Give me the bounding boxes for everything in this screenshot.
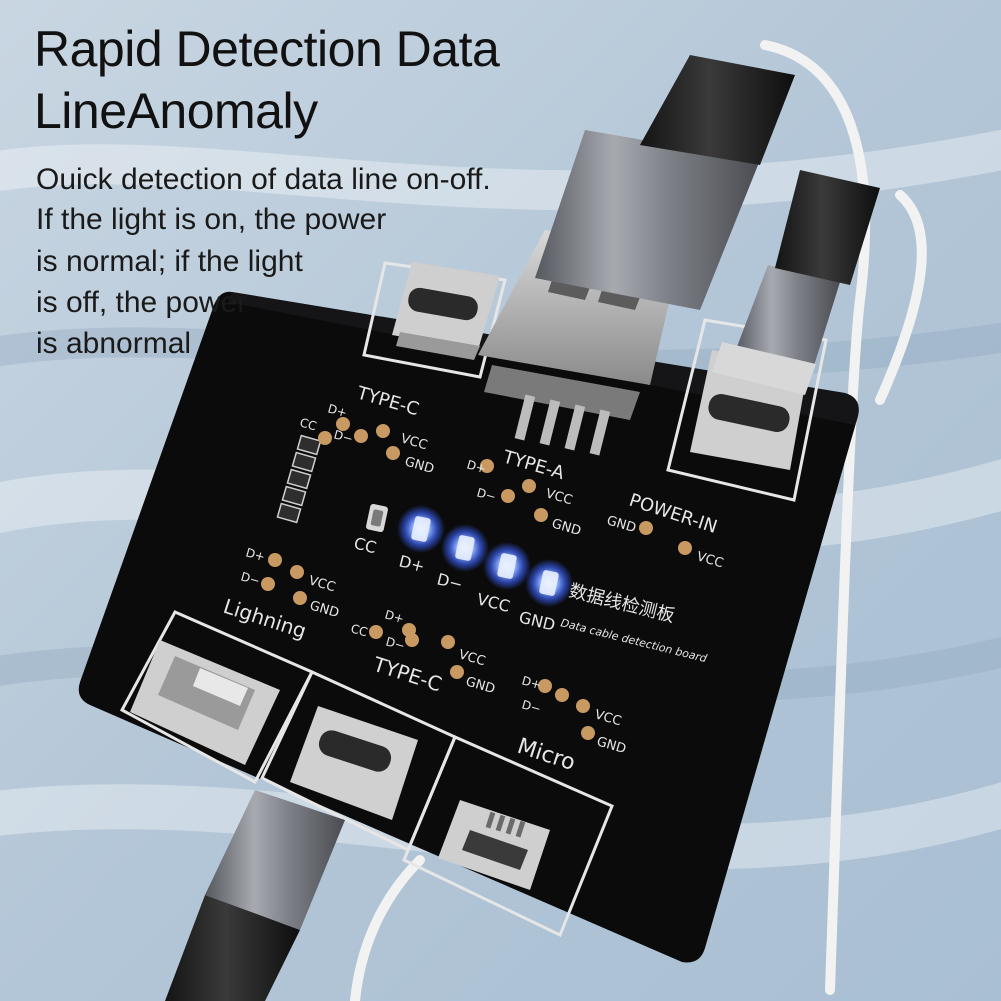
pin-dplus-ta: D+ — [465, 457, 487, 476]
pin-vcc-tc: VCC — [399, 431, 429, 453]
pin-dminus-mi: D− — [520, 697, 542, 716]
led-label-cc: CC — [352, 533, 378, 557]
description-line-2: If the light is on, the power — [36, 203, 387, 236]
pin-dplus-ln: D+ — [244, 545, 266, 564]
pin-dminus-tcb: D− — [384, 634, 406, 653]
description-line-4: is off, the power — [36, 286, 248, 319]
description-line-5: is abnormal — [36, 327, 192, 360]
micro-usb-port — [438, 800, 550, 890]
lightning-port — [130, 640, 280, 765]
pin-dplus-tc: D+ — [326, 401, 348, 420]
description-line-1: Ouick detection of data line on-off. — [36, 163, 491, 196]
pin-dplus-tcb: D+ — [383, 607, 405, 626]
pin-vcc-power: VCC — [695, 549, 725, 571]
pin-vcc-ta: VCC — [544, 486, 574, 508]
headline-line-1: Rapid Detection Data — [34, 21, 500, 77]
led-gnd — [525, 559, 573, 607]
usb-a-cable — [535, 55, 795, 310]
led-cc — [366, 503, 388, 533]
headline-line-2: LineAnomaly — [34, 83, 318, 139]
led-dminus — [441, 524, 489, 572]
led-vcc — [483, 542, 531, 590]
usb-c-cable-right — [712, 170, 880, 395]
indicator-leds — [366, 503, 573, 607]
led-dplus — [397, 505, 445, 553]
usb-c-port-top-left — [392, 262, 500, 360]
pin-dminus-tc: D− — [332, 427, 354, 446]
pin-dminus-ln: D− — [239, 569, 261, 588]
solder-pads — [261, 417, 692, 740]
pin-vcc-tcb: VCC — [457, 647, 487, 669]
pin-cc-tc: CC — [298, 415, 318, 433]
pin-vcc-mi: VCC — [593, 707, 623, 729]
usb-c-port-bottom — [290, 706, 418, 820]
pin-dplus-mi: D+ — [520, 673, 542, 692]
usb-c-cable-bottom — [165, 790, 345, 1001]
pin-dminus-ta: D− — [475, 485, 497, 504]
description-line-3: is normal; if the light — [36, 245, 303, 278]
pin-cc-tcb: CC — [349, 621, 369, 639]
side-led-strip — [276, 434, 322, 524]
white-cable — [350, 40, 927, 1001]
pin-vcc-ln: VCC — [307, 573, 337, 595]
